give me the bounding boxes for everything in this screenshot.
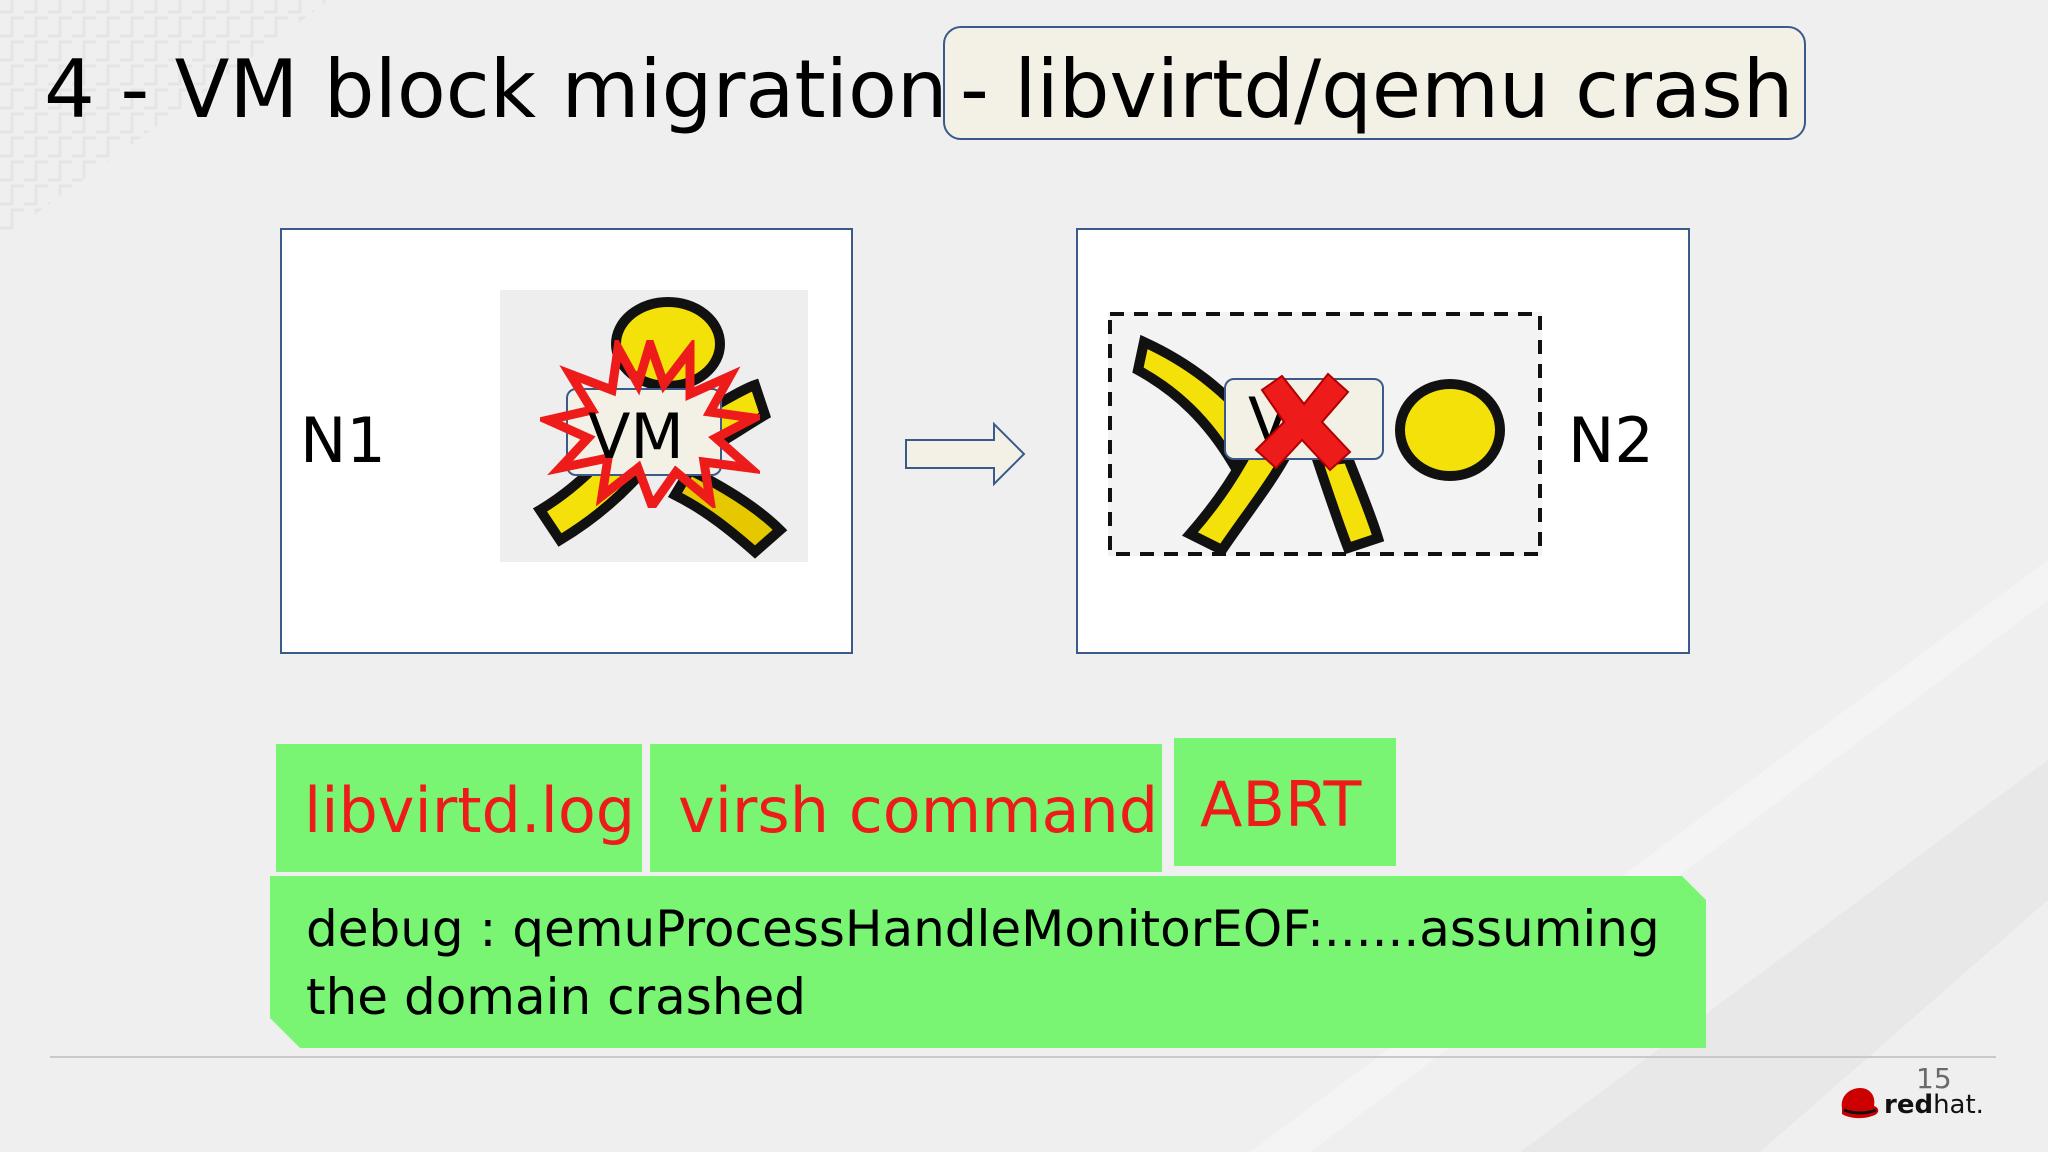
debug-output-text: debug : qemuProcessHandleMonitorEOF:....… <box>306 895 1686 1031</box>
brand-name: redhat. <box>1884 1090 1984 1120</box>
redhat-logo-icon <box>1841 1088 1879 1119</box>
tag-abrt-label: ABRT <box>1200 768 1362 841</box>
debug-line: debug : qemuProcessHandleMonitorEOF:....… <box>306 900 1660 958</box>
title-highlight-box <box>943 26 1806 140</box>
tag-virsh-command-label: virsh command <box>678 774 1159 847</box>
debug-output-box <box>270 876 1706 1048</box>
right-arrow-icon <box>905 421 1026 487</box>
footer-divider <box>50 1056 1996 1058</box>
source-node-label: N1 <box>300 404 386 477</box>
page-title: 4 - VM block migration <box>44 43 948 136</box>
page-number: 15 <box>1916 1062 1952 1095</box>
source-vm-label: VM <box>588 400 684 473</box>
running-person-icon <box>1108 312 1542 556</box>
tag-libvirtd-log <box>276 744 642 872</box>
title-highlight-text: - libvirtd/qemu crash <box>960 43 1794 136</box>
tag-abrt <box>1174 738 1396 866</box>
red-x-icon <box>1254 372 1352 472</box>
tag-libvirtd-log-label: libvirtd.log <box>304 774 636 847</box>
debug-line: the domain crashed <box>306 968 807 1026</box>
crash-burst-icon <box>540 340 760 508</box>
tag-virsh-command <box>650 744 1162 872</box>
target-node-label: N2 <box>1568 404 1654 477</box>
